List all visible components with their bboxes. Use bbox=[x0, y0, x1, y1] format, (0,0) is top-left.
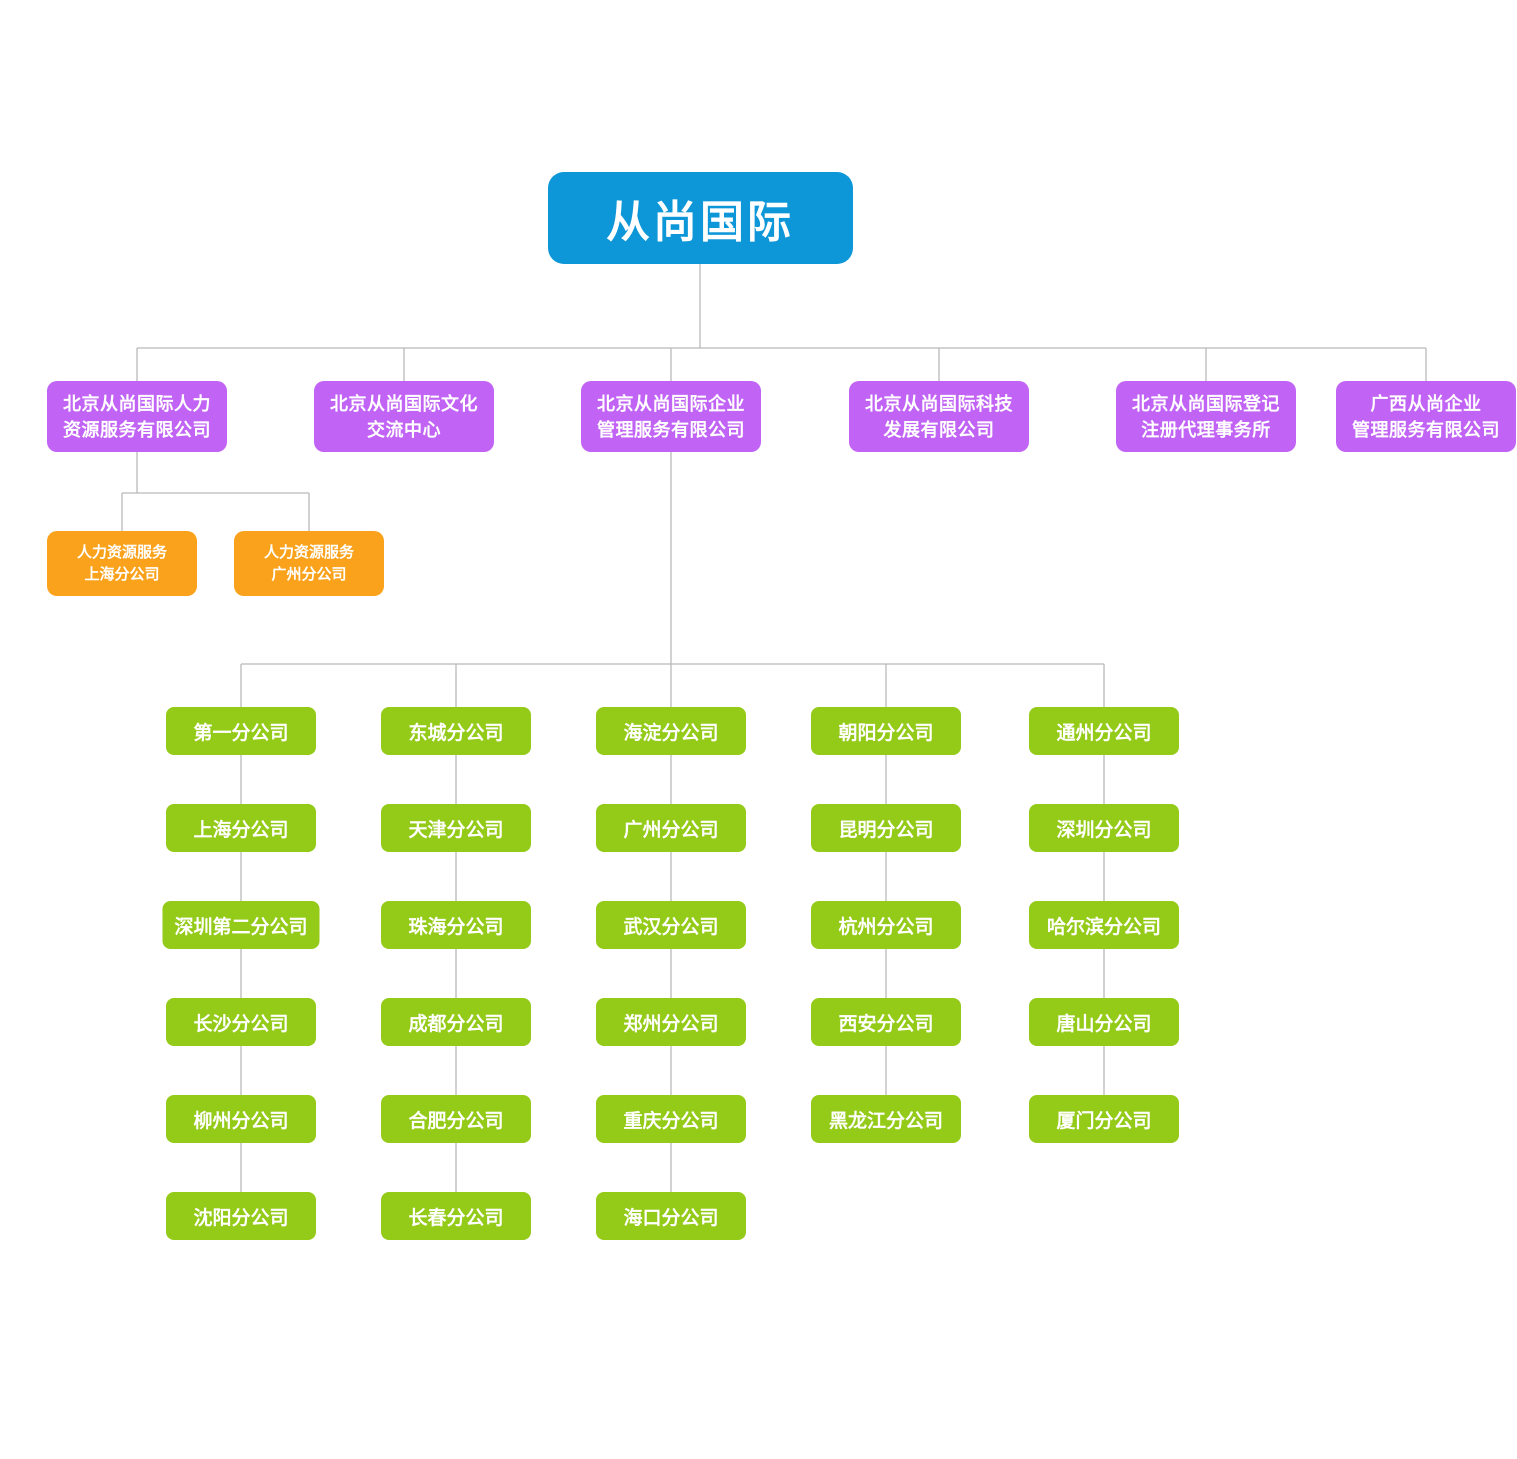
subsidiary-node-1: 北京从尚国际文化 交流中心 bbox=[314, 381, 494, 452]
branch-node-1-3: 成都分公司 bbox=[381, 998, 531, 1046]
branch-node-1-4: 合肥分公司 bbox=[381, 1095, 531, 1143]
branch-node-2-5: 海口分公司 bbox=[596, 1192, 746, 1240]
branch-node-1-0: 东城分公司 bbox=[381, 707, 531, 755]
subsidiary-node-0: 北京从尚国际人力 资源服务有限公司 bbox=[47, 381, 227, 452]
branch-node-1-5: 长春分公司 bbox=[381, 1192, 531, 1240]
branch-node-1-2: 珠海分公司 bbox=[381, 901, 531, 949]
subsidiary-node-3: 北京从尚国际科技 发展有限公司 bbox=[849, 381, 1029, 452]
branch-node-3-3: 西安分公司 bbox=[811, 998, 961, 1046]
branch-node-0-1: 上海分公司 bbox=[166, 804, 316, 852]
branch-node-0-4: 柳州分公司 bbox=[166, 1095, 316, 1143]
branch-node-4-3: 唐山分公司 bbox=[1029, 998, 1179, 1046]
hr-branch-node-0: 人力资源服务 上海分公司 bbox=[47, 531, 197, 596]
root-node: 从尚国际 bbox=[547, 172, 853, 264]
branch-node-2-3: 郑州分公司 bbox=[596, 998, 746, 1046]
subsidiary-node-2: 北京从尚国际企业 管理服务有限公司 bbox=[581, 381, 761, 452]
branch-node-2-2: 武汉分公司 bbox=[596, 901, 746, 949]
branch-node-2-4: 重庆分公司 bbox=[596, 1095, 746, 1143]
branch-node-3-1: 昆明分公司 bbox=[811, 804, 961, 852]
branch-node-1-1: 天津分公司 bbox=[381, 804, 531, 852]
branch-node-0-0: 第一分公司 bbox=[166, 707, 316, 755]
subsidiary-node-4: 北京从尚国际登记 注册代理事务所 bbox=[1116, 381, 1296, 452]
branch-node-4-4: 厦门分公司 bbox=[1029, 1095, 1179, 1143]
branch-node-0-3: 长沙分公司 bbox=[166, 998, 316, 1046]
branch-node-0-5: 沈阳分公司 bbox=[166, 1192, 316, 1240]
hr-branch-node-1: 人力资源服务 广州分公司 bbox=[234, 531, 384, 596]
branch-node-4-1: 深圳分公司 bbox=[1029, 804, 1179, 852]
branch-node-3-2: 杭州分公司 bbox=[811, 901, 961, 949]
branch-node-3-0: 朝阳分公司 bbox=[811, 707, 961, 755]
branch-node-2-1: 广州分公司 bbox=[596, 804, 746, 852]
subsidiary-node-5: 广西从尚企业 管理服务有限公司 bbox=[1336, 381, 1516, 452]
branch-node-3-4: 黑龙江分公司 bbox=[811, 1095, 961, 1143]
branch-node-4-2: 哈尔滨分公司 bbox=[1029, 901, 1179, 949]
branch-node-2-0: 海淀分公司 bbox=[596, 707, 746, 755]
branch-node-0-2: 深圳第二分公司 bbox=[162, 901, 320, 949]
branch-node-4-0: 通州分公司 bbox=[1029, 707, 1179, 755]
